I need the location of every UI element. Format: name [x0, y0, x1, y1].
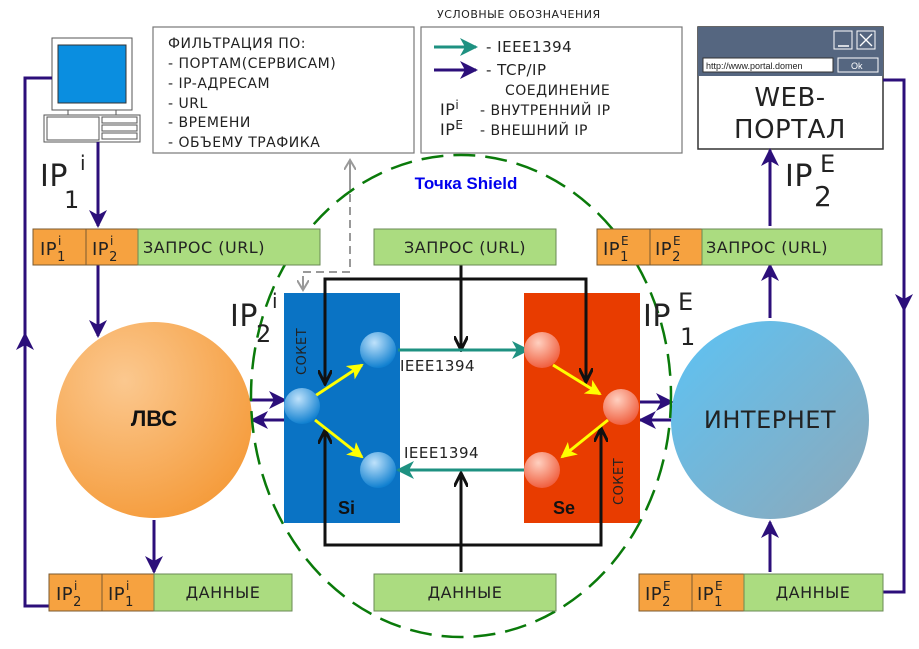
ok-button[interactable]	[837, 57, 879, 73]
svg-text:IP: IP	[785, 159, 813, 194]
internet-node: ИНТЕРНЕТ	[671, 321, 869, 519]
yellow-arrow	[552, 363, 602, 396]
control-line	[323, 277, 588, 385]
svg-text:2: 2	[256, 320, 272, 348]
packet-right-data: IP2E IP1E ДАННЫЕ	[638, 573, 884, 612]
filter-item: - ОБЪЕМУ ТРАФИКА	[168, 135, 320, 151]
si-socket-label: сокет	[295, 328, 310, 375]
packet-ip-cell: IP2E	[645, 579, 671, 610]
packet-ip-cell: IP2E	[655, 234, 681, 265]
control-lines	[325, 265, 601, 572]
tcp-line	[23, 76, 52, 340]
packet-payload: ДАННЫЕ	[776, 583, 851, 602]
legend-ip-internal-symbol: IPi	[440, 98, 459, 119]
filter-item: - IP-АДРЕСАМ	[168, 76, 270, 92]
se-in-node	[524, 332, 560, 368]
legend-ip-external-label: - ВНЕШНИЙ IP	[480, 121, 588, 139]
ip-label-ip2-i: IP i 2	[230, 289, 278, 348]
control-line	[323, 425, 603, 547]
svg-text:1: 1	[680, 323, 696, 351]
filter-item: - URL	[168, 96, 208, 112]
packet-payload: ЗАПРОС (URL)	[706, 238, 828, 257]
packet-center-request: ЗАПРОС (URL)	[373, 228, 557, 266]
se-label: Se	[553, 498, 575, 518]
ip-label-ip1-i: IP i 1	[40, 151, 86, 214]
legend-item-ieee: - IEEE1394	[486, 38, 572, 56]
packet-center-data: ДАННЫЕ	[373, 573, 557, 612]
yellow-arrow	[560, 418, 609, 459]
packet-ip-cell: IP1i	[108, 579, 134, 610]
packet-left-request: IP1i IP2i ЗАПРОС (URL)	[32, 228, 321, 266]
filter-title: ФИЛЬТРАЦИЯ ПО:	[168, 36, 306, 52]
svg-text:IP: IP	[230, 299, 258, 334]
tcp-line	[23, 335, 50, 608]
svg-text:1: 1	[64, 186, 80, 214]
packet-ip-cell: IP1i	[40, 234, 66, 265]
web-portal-window: http://www.portal.domen Ok WEB- ПОРТАЛ	[697, 26, 884, 150]
legend-ip-external-symbol: IPE	[440, 118, 463, 139]
internet-label: ИНТЕРНЕТ	[704, 406, 836, 434]
shield-title: Точка Shield	[415, 174, 518, 193]
si-socket-node	[284, 388, 320, 424]
si-label: Si	[338, 498, 355, 518]
url-input[interactable]	[702, 57, 834, 73]
internal-arrows	[314, 363, 609, 459]
yellow-arrow	[314, 418, 364, 459]
svg-text:IP: IP	[40, 159, 68, 194]
filter-box: ФИЛЬТРАЦИЯ ПО: - ПОРТАМ(СЕРВИСАМ) - IP-А…	[152, 26, 415, 154]
ip-label-ip1-e: IP E 1	[643, 288, 696, 351]
legend-title: УСЛОВНЫЕ ОБОЗНАЧЕНИЯ	[437, 8, 601, 21]
svg-text:i: i	[80, 151, 86, 175]
se-out-node	[524, 452, 560, 488]
lan-node: ЛВС	[56, 322, 252, 518]
ok-button-label: Ok	[851, 61, 863, 71]
packet-ip-cell: IP2i	[56, 579, 82, 610]
si-out-node	[360, 332, 396, 368]
tcp-line	[883, 78, 906, 594]
packet-payload: ЗАПРОС (URL)	[404, 238, 526, 257]
si-in-node	[360, 452, 396, 488]
legend: УСЛОВНЫЕ ОБОЗНАЧЕНИЯ - IEEE1394 - TCP/IP…	[420, 8, 683, 154]
svg-text:i: i	[272, 289, 278, 313]
legend-item-connection: СОЕДИНЕНИЕ	[505, 83, 610, 99]
yellow-arrow	[314, 363, 364, 398]
svg-text:IP: IP	[643, 299, 671, 334]
close-icon	[859, 33, 873, 47]
legend-item-tcp: - TCP/IP	[486, 61, 547, 79]
svg-text:E: E	[820, 150, 836, 178]
ip-label-ip2-e: IP E 2	[785, 150, 836, 213]
ieee-label-bottom: IEEE1394	[404, 444, 479, 462]
url-text[interactable]: http://www.portal.domen	[706, 61, 803, 71]
packet-payload: ЗАПРОС (URL)	[143, 238, 265, 257]
packet-left-data: IP2i IP1i ДАННЫЕ	[48, 573, 293, 612]
svg-text:E: E	[678, 288, 694, 316]
ieee-label-top: IEEE1394	[400, 357, 475, 375]
packet-right-request: IP1E IP2E ЗАПРОС (URL)	[596, 228, 883, 266]
lan-label: ЛВС	[131, 406, 177, 431]
packet-payload: ДАННЫЕ	[428, 583, 503, 602]
packet-ip-cell: IP1E	[697, 579, 723, 610]
portal-title-line1: WEB-	[754, 83, 825, 113]
packet-ip-cell: IP2i	[92, 234, 118, 265]
computer-icon	[43, 37, 141, 143]
legend-ip-internal-label: - ВНУТРЕННИЙ IP	[480, 101, 611, 119]
portal-title-line2: ПОРТАЛ	[734, 115, 846, 145]
filter-item: - ПОРТАМ(СЕРВИСАМ)	[168, 56, 336, 72]
packet-payload: ДАННЫЕ	[186, 583, 261, 602]
se-socket-label: сокет	[612, 458, 627, 505]
packet-ip-cell: IP1E	[603, 234, 629, 265]
filter-item: - ВРЕМЕНИ	[168, 115, 251, 131]
shield-boundary	[249, 153, 673, 639]
tcp-connections	[15, 76, 913, 608]
se-socket-node	[603, 389, 639, 425]
filter-link	[303, 160, 350, 290]
svg-text:2: 2	[814, 180, 832, 213]
minimize-button[interactable]	[833, 30, 853, 50]
